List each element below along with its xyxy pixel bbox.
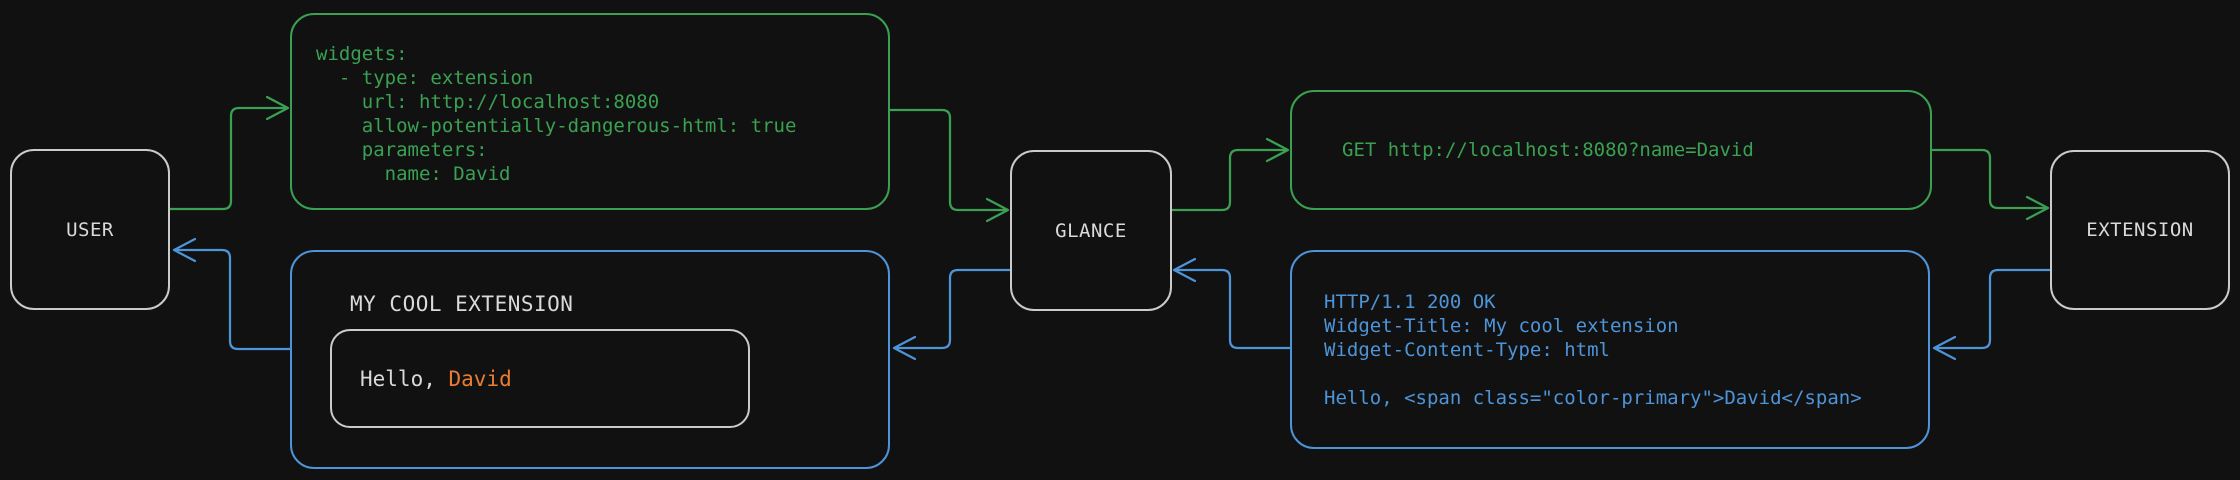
arrow-extension-to-response xyxy=(1932,268,2052,361)
http-request-code: GET http://localhost:8080?name=David xyxy=(1342,139,1754,161)
http-response-code: HTTP/1.1 200 OK Widget-Title: My cool ex… xyxy=(1324,291,1862,409)
node-user-label: USER xyxy=(66,218,114,241)
greeting-name: David xyxy=(448,367,512,391)
greeting-prefix: Hello, xyxy=(360,367,449,391)
node-extension-label: EXTENSION xyxy=(2086,219,2194,241)
arrow-request-to-extension xyxy=(1930,148,2050,221)
widget-preview-box: MY COOL EXTENSION Hello, David xyxy=(290,250,890,469)
widget-title: MY COOL EXTENSION xyxy=(350,292,574,316)
arrow-glance-to-widget xyxy=(892,268,1012,361)
node-extension: EXTENSION xyxy=(2050,150,2230,310)
node-glance-label: GLANCE xyxy=(1055,219,1127,242)
widget-content-box: Hello, David xyxy=(330,329,750,428)
arrow-config-to-glance xyxy=(888,108,1010,223)
http-response-box: HTTP/1.1 200 OK Widget-Title: My cool ex… xyxy=(1290,250,1930,449)
arrow-user-to-config xyxy=(168,95,290,211)
node-glance: GLANCE xyxy=(1010,150,1172,311)
arrow-widget-to-user xyxy=(172,237,292,351)
config-yaml-box: widgets: - type: extension url: http://l… xyxy=(290,13,890,210)
widget-greeting: Hello, David xyxy=(360,369,512,390)
http-request-box: GET http://localhost:8080?name=David xyxy=(1290,90,1932,210)
arrow-glance-to-request xyxy=(1170,137,1290,212)
arrow-response-to-glance xyxy=(1172,257,1292,350)
node-user: USER xyxy=(10,149,170,310)
config-yaml-code: widgets: - type: extension url: http://l… xyxy=(316,43,797,185)
